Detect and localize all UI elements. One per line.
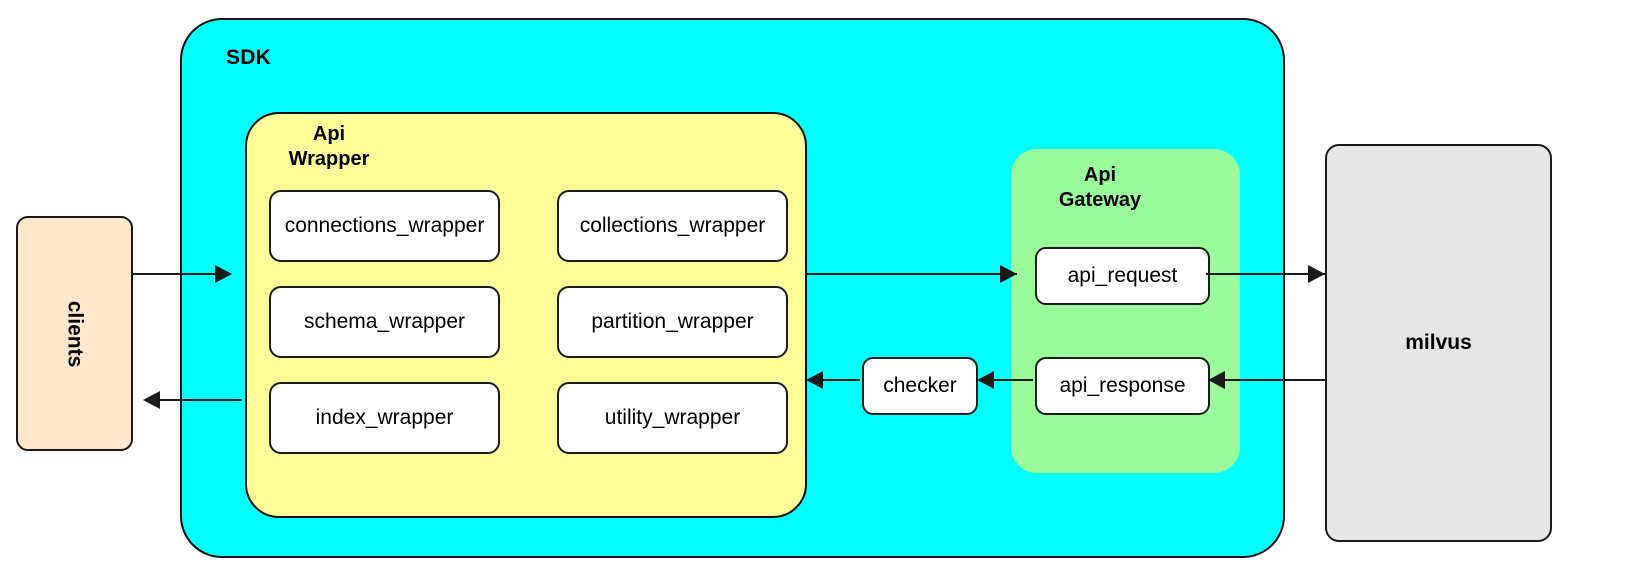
arrowhead-milvus-to-api-response	[1208, 371, 1225, 389]
arrowhead-wrapper-to-clients	[143, 391, 160, 409]
checker-label: checker	[883, 374, 957, 397]
api-wrapper-title-line1: Api	[312, 123, 346, 145]
api-response-node[interactable]: api_response	[1035, 357, 1210, 415]
clients-label: clients	[63, 300, 87, 367]
module-utility-wrapper[interactable]: utility_wrapper	[557, 382, 788, 454]
api-gateway-container[interactable]: Api Gateway api_request api_response	[1011, 149, 1240, 473]
arrowhead-api-response-to-checker	[977, 371, 994, 389]
arrowhead-wrapper-to-api-request	[1000, 265, 1017, 283]
sdk-container[interactable]: SDK Api Wrapper connections_wrapper coll…	[180, 18, 1285, 558]
module-schema-wrapper[interactable]: schema_wrapper	[269, 286, 500, 358]
module-index-wrapper[interactable]: index_wrapper	[269, 382, 500, 454]
module-label: connections_wrapper	[284, 214, 485, 237]
module-label: schema_wrapper	[303, 310, 466, 333]
module-label: collections_wrapper	[579, 214, 766, 237]
api-gateway-title: Api Gateway	[1025, 163, 1175, 213]
sdk-title: SDK	[226, 46, 271, 69]
module-label: index_wrapper	[315, 406, 454, 429]
arrowhead-clients-to-wrapper	[215, 265, 232, 283]
milvus-box[interactable]: milvus	[1325, 144, 1552, 542]
milvus-label: milvus	[1405, 331, 1472, 354]
api-request-label: api_request	[1067, 264, 1178, 287]
clients-box[interactable]: clients	[16, 216, 133, 451]
api-gateway-title-line2: Gateway	[1058, 188, 1142, 211]
module-connections-wrapper[interactable]: connections_wrapper	[269, 190, 500, 262]
checker-node[interactable]: checker	[862, 357, 978, 415]
module-label: utility_wrapper	[604, 406, 741, 429]
api-request-node[interactable]: api_request	[1035, 247, 1210, 305]
edge-wrapper-to-clients	[160, 399, 242, 402]
edge-api-request-to-milvus	[1206, 273, 1326, 276]
edge-checker-to-wrapper	[822, 379, 860, 382]
module-collections-wrapper[interactable]: collections_wrapper	[557, 190, 788, 262]
arrowhead-checker-to-wrapper	[806, 371, 823, 389]
api-gateway-title-line1: Api	[1083, 164, 1117, 186]
edge-milvus-to-api-response	[1222, 379, 1326, 382]
api-wrapper-title: Api Wrapper	[269, 122, 389, 172]
module-partition-wrapper[interactable]: partition_wrapper	[557, 286, 788, 358]
api-wrapper-title-line2: Wrapper	[288, 147, 370, 170]
api-response-label: api_response	[1059, 374, 1186, 397]
edge-clients-to-wrapper	[133, 273, 219, 276]
edge-wrapper-to-api-request	[805, 273, 1017, 276]
api-wrapper-container[interactable]: Api Wrapper connections_wrapper collecti…	[245, 112, 807, 518]
edge-api-response-to-checker	[993, 379, 1033, 382]
arrowhead-api-request-to-milvus	[1308, 265, 1325, 283]
module-label: partition_wrapper	[591, 310, 754, 333]
